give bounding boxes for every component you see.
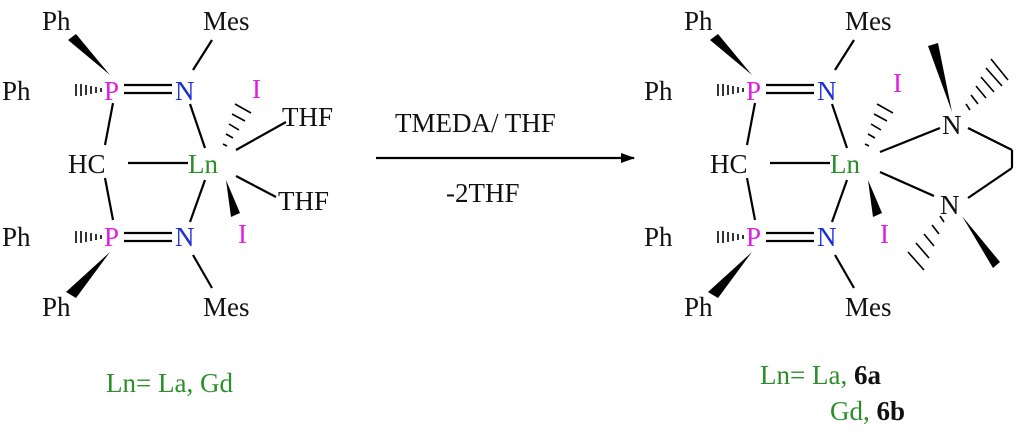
- wedge-bond: [66, 252, 110, 298]
- tmeda-nitrogen-label: N: [942, 110, 962, 140]
- bond: [967, 127, 1013, 151]
- phosphorus-label: P: [104, 222, 119, 252]
- hashed-bond: [222, 103, 252, 147]
- reactant-complex: Ph Mes Ph P N I THF HC Ln THF I Ph P N P…: [2, 6, 333, 398]
- methine-label: HC: [68, 149, 106, 179]
- reactant-caption: Ln= La, Gd: [106, 368, 233, 398]
- hashed-bond: [907, 215, 945, 271]
- mesityl-label: Mes: [203, 6, 250, 36]
- iodine-label: I: [880, 219, 889, 249]
- wedge-bond: [226, 180, 240, 217]
- phenyl-label: Ph: [644, 76, 673, 106]
- iodine-label: I: [238, 219, 247, 249]
- hashed-bond: [75, 84, 102, 96]
- reaction-arrow: TMEDA/ THF -2THF: [376, 108, 635, 208]
- lanthanide-label: Ln: [830, 149, 860, 179]
- bond: [192, 254, 213, 289]
- bond: [830, 103, 849, 149]
- phenyl-label: Ph: [684, 292, 713, 322]
- wedge-bond: [68, 34, 110, 75]
- bond: [830, 179, 849, 223]
- nitrogen-label: N: [817, 76, 837, 106]
- phenyl-label: Ph: [2, 222, 31, 252]
- bond: [235, 121, 287, 151]
- wedge-bond: [928, 43, 952, 112]
- bond: [103, 102, 115, 146]
- phenyl-label: Ph: [42, 292, 71, 322]
- hashed-bond: [717, 84, 744, 96]
- arrow-condition-label: -2THF: [446, 178, 520, 208]
- wedge-bond: [710, 34, 752, 75]
- nitrogen-label: N: [817, 222, 837, 252]
- thf-label: THF: [278, 186, 329, 216]
- product-caption-line-2: Gd, 6b: [830, 396, 905, 426]
- iodine-label: I: [893, 68, 902, 98]
- mesityl-label: Mes: [845, 6, 892, 36]
- bond: [188, 103, 207, 149]
- bond: [834, 39, 855, 71]
- bond: [879, 126, 941, 154]
- wedge-bond: [868, 180, 882, 217]
- bond: [192, 39, 213, 71]
- bond: [967, 167, 1013, 199]
- mesityl-label: Mes: [845, 292, 892, 322]
- compound-label-6a: 6a: [854, 360, 882, 390]
- product-complex: Ph Mes Ph P N I N HC Ln N I Ph P N Ph Me…: [644, 6, 1014, 426]
- hashed-bond: [75, 231, 102, 243]
- wedge-bond: [708, 252, 752, 298]
- phenyl-label: Ph: [684, 6, 713, 36]
- arrow-reagent-label: TMEDA/ THF: [395, 108, 556, 138]
- hashed-bond: [965, 58, 1009, 111]
- bond: [879, 170, 935, 198]
- nitrogen-label: N: [175, 222, 195, 252]
- phosphorus-label: P: [104, 76, 119, 106]
- lanthanide-label: Ln: [188, 149, 218, 179]
- bond: [235, 175, 277, 198]
- phenyl-label: Ph: [644, 222, 673, 252]
- wedge-bond: [962, 216, 1000, 268]
- tmeda-nitrogen-label: N: [940, 190, 960, 220]
- compound-label-6b: 6b: [877, 396, 906, 426]
- bond: [188, 179, 207, 223]
- iodine-label: I: [252, 74, 261, 104]
- bond: [834, 254, 855, 289]
- phenyl-label: Ph: [2, 76, 31, 106]
- phenyl-label: Ph: [42, 6, 71, 36]
- phosphorus-label: P: [746, 76, 761, 106]
- nitrogen-label: N: [175, 76, 195, 106]
- caption-prefix: Gd,: [830, 396, 877, 426]
- bond: [103, 177, 115, 221]
- bond: [745, 102, 757, 146]
- hashed-bond: [864, 103, 894, 147]
- mesityl-label: Mes: [203, 292, 250, 322]
- caption-prefix: Ln= La,: [760, 360, 854, 390]
- phosphorus-label: P: [746, 222, 761, 252]
- hashed-bond: [717, 231, 744, 243]
- bond: [745, 177, 757, 221]
- thf-label: THF: [282, 102, 333, 132]
- methine-label: HC: [710, 149, 748, 179]
- product-caption-line-1: Ln= La, 6a: [760, 360, 881, 390]
